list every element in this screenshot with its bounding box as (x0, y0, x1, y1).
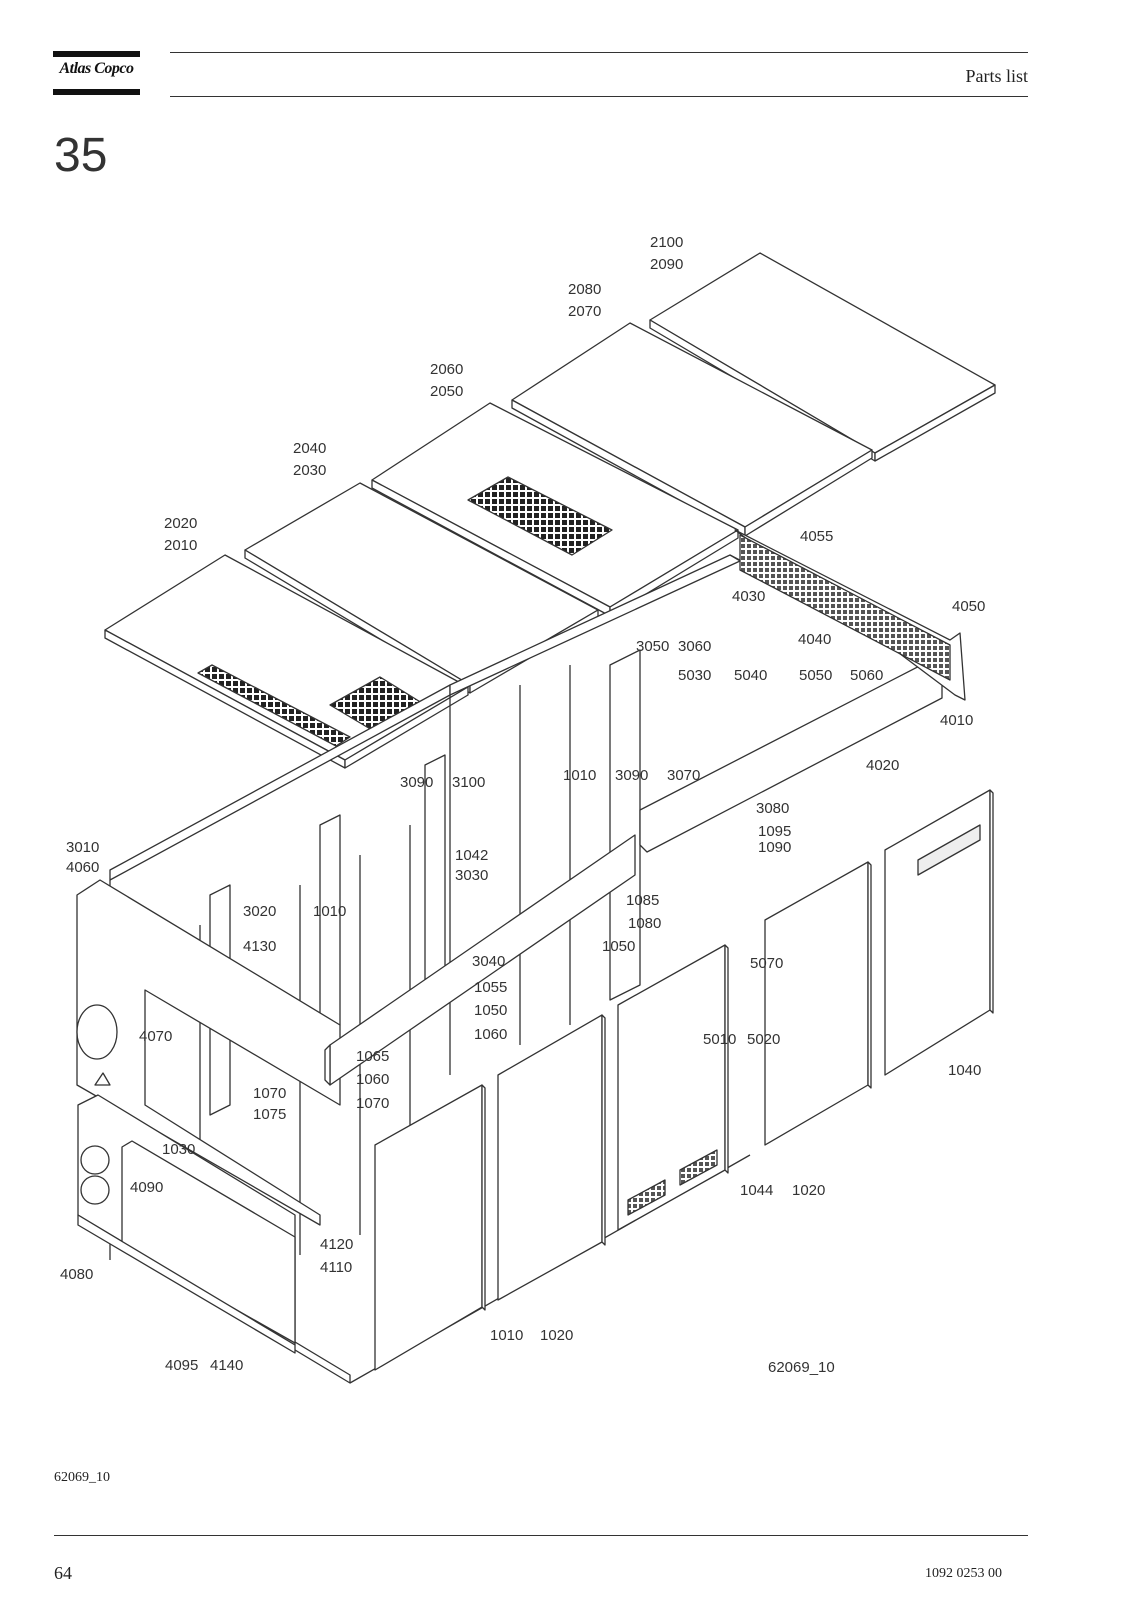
roof-panel-2070 (511, 322, 873, 537)
header-rule-bottom (170, 96, 1028, 97)
callout-3090: 3090 (615, 767, 648, 784)
logo-bar-bottom (53, 89, 140, 95)
callout-1044: 1044 (740, 1182, 773, 1199)
callout-3020: 3020 (243, 903, 276, 920)
callout-3060: 3060 (678, 638, 711, 655)
callout-3040: 3040 (472, 953, 505, 970)
callout-3090: 3090 (400, 774, 433, 791)
door-1020-front (497, 1014, 606, 1301)
callout-5040: 5040 (734, 667, 767, 684)
callout-1010: 1010 (490, 1327, 523, 1344)
end-panel-4060 (76, 879, 341, 1226)
callout-2060: 2060 (430, 361, 463, 378)
callout-1095: 1095 (758, 823, 791, 840)
roof-panel-2050 (371, 402, 739, 617)
callout-4030: 4030 (732, 588, 765, 605)
callout-5020: 5020 (747, 1031, 780, 1048)
callout-3070: 3070 (667, 767, 700, 784)
callout-3010: 3010 (66, 839, 99, 856)
door-1044 (617, 944, 729, 1231)
section-number: 35 (54, 129, 108, 182)
callout-3100: 3100 (452, 774, 485, 791)
page-number: 64 (54, 1563, 72, 1583)
callout-4120: 4120 (320, 1236, 353, 1253)
callout-1060: 1060 (474, 1026, 507, 1043)
figure-drawing-code: 62069_10 (768, 1359, 835, 1376)
front-beam-3030 (324, 834, 636, 1086)
roof-panel-2010 (104, 554, 469, 769)
callout-4070: 4070 (139, 1028, 172, 1045)
callout-2030: 2030 (293, 462, 326, 479)
callout-4110: 4110 (320, 1259, 352, 1276)
callout-4010: 4010 (940, 712, 973, 729)
callout-5010: 5010 (703, 1031, 736, 1048)
callout-2050: 2050 (430, 383, 463, 400)
atlas-copco-logo: Atlas Copco (53, 51, 140, 95)
callout-5070: 5070 (750, 955, 783, 972)
callout-1010: 1010 (313, 903, 346, 920)
document-number: 1092 0253 00 (925, 1566, 1002, 1581)
door-1010 (374, 1084, 486, 1371)
callout-2070: 2070 (568, 303, 601, 320)
callout-1065: 1065 (356, 1048, 389, 1065)
callout-4040: 4040 (798, 631, 831, 648)
callout-1020: 1020 (540, 1327, 573, 1344)
callout-1050: 1050 (474, 1002, 507, 1019)
callout-1085: 1085 (626, 892, 659, 909)
header-title: Parts list (965, 66, 1028, 86)
callout-5030: 5030 (678, 667, 711, 684)
callout-2080: 2080 (568, 281, 601, 298)
exploded-view-svg: 2100 2090 2080 2070 2060 2050 2040 2030 … (60, 234, 996, 1384)
callout-1080: 1080 (628, 915, 661, 932)
callout-2040: 2040 (293, 440, 326, 457)
callout-5050: 5050 (799, 667, 832, 684)
callout-1010: 1010 (563, 767, 596, 784)
header-rule-top (170, 52, 1028, 53)
callout-3030: 3030 (455, 867, 488, 884)
logo-wordmark: Atlas Copco (59, 60, 134, 77)
callout-1040: 1040 (948, 1062, 981, 1079)
callout-1030: 1030 (162, 1141, 195, 1158)
callout-5060: 5060 (850, 667, 883, 684)
callout-3080: 3080 (756, 800, 789, 817)
exploded-view-drawing: 2100 2090 2080 2070 2060 2050 2040 2030 … (50, 225, 1030, 1415)
callout-1070: 1070 (356, 1095, 389, 1112)
panel-4095 (77, 1094, 296, 1354)
rear-beam-4010 (639, 529, 966, 853)
callout-2090: 2090 (650, 256, 683, 273)
footer-rule (54, 1535, 1028, 1536)
door-1020-rear (764, 861, 872, 1146)
callout-4060: 4060 (66, 859, 99, 876)
callout-1042: 1042 (455, 847, 488, 864)
logo-bar-top (53, 51, 140, 57)
callout-4050: 4050 (952, 598, 985, 615)
callout-labels: 2100 2090 2080 2070 2060 2050 2040 2030 … (60, 234, 985, 1376)
callout-4055: 4055 (800, 528, 833, 545)
callout-2010: 2010 (164, 537, 197, 554)
callout-1050: 1050 (602, 938, 635, 955)
callout-1060: 1060 (356, 1071, 389, 1088)
figure-code: 62069_10 (54, 1470, 110, 1485)
door-1040 (884, 789, 994, 1076)
callout-1020: 1020 (792, 1182, 825, 1199)
callout-1055: 1055 (474, 979, 507, 996)
callout-1070: 1070 (253, 1085, 286, 1102)
callout-4080: 4080 (60, 1266, 93, 1283)
callout-4020: 4020 (866, 757, 899, 774)
callout-1075: 1075 (253, 1106, 286, 1123)
callout-4090: 4090 (130, 1179, 163, 1196)
callout-1090: 1090 (758, 839, 791, 856)
callout-4140: 4140 (210, 1357, 243, 1374)
callout-2100: 2100 (650, 234, 683, 251)
callout-2020: 2020 (164, 515, 197, 532)
callout-4130: 4130 (243, 938, 276, 955)
callout-4095: 4095 (165, 1357, 198, 1374)
callout-3050: 3050 (636, 638, 669, 655)
